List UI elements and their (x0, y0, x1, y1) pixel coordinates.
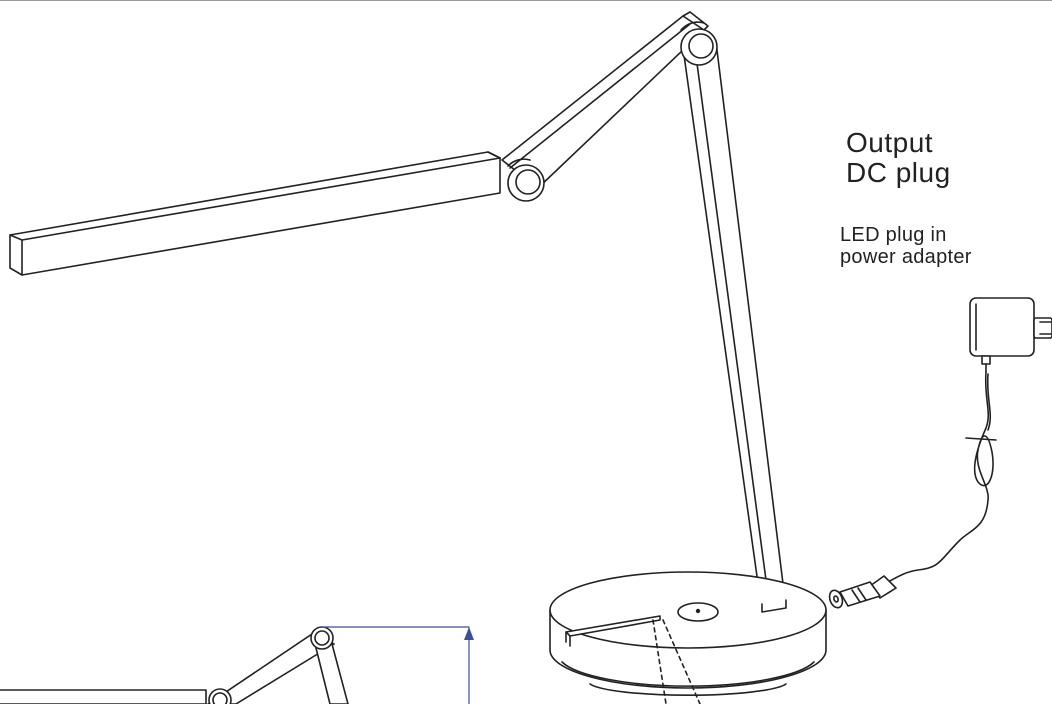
top-joint (680, 21, 718, 66)
output-label-line-2: DC plug (846, 157, 951, 188)
dc-plug (828, 575, 897, 609)
output-dc-plug-label: Output DC plug (846, 128, 951, 188)
power-cable (883, 371, 997, 585)
power-adapter (969, 297, 1052, 373)
led-head-bar (9, 151, 501, 276)
lamp-base (549, 571, 827, 704)
inset-lamp (0, 626, 349, 704)
led-label-line-2: power adapter (840, 246, 972, 268)
middle-joint (507, 158, 545, 202)
output-label-line-1: Output (846, 127, 934, 158)
upper-arm (501, 11, 709, 189)
led-label-line-1: LED plug in (840, 224, 947, 246)
top-border-line (0, 0, 1052, 1)
lower-arm (682, 41, 787, 613)
height-dimension-line (321, 626, 474, 704)
led-plug-label: LED plug in power adapter (840, 224, 972, 268)
